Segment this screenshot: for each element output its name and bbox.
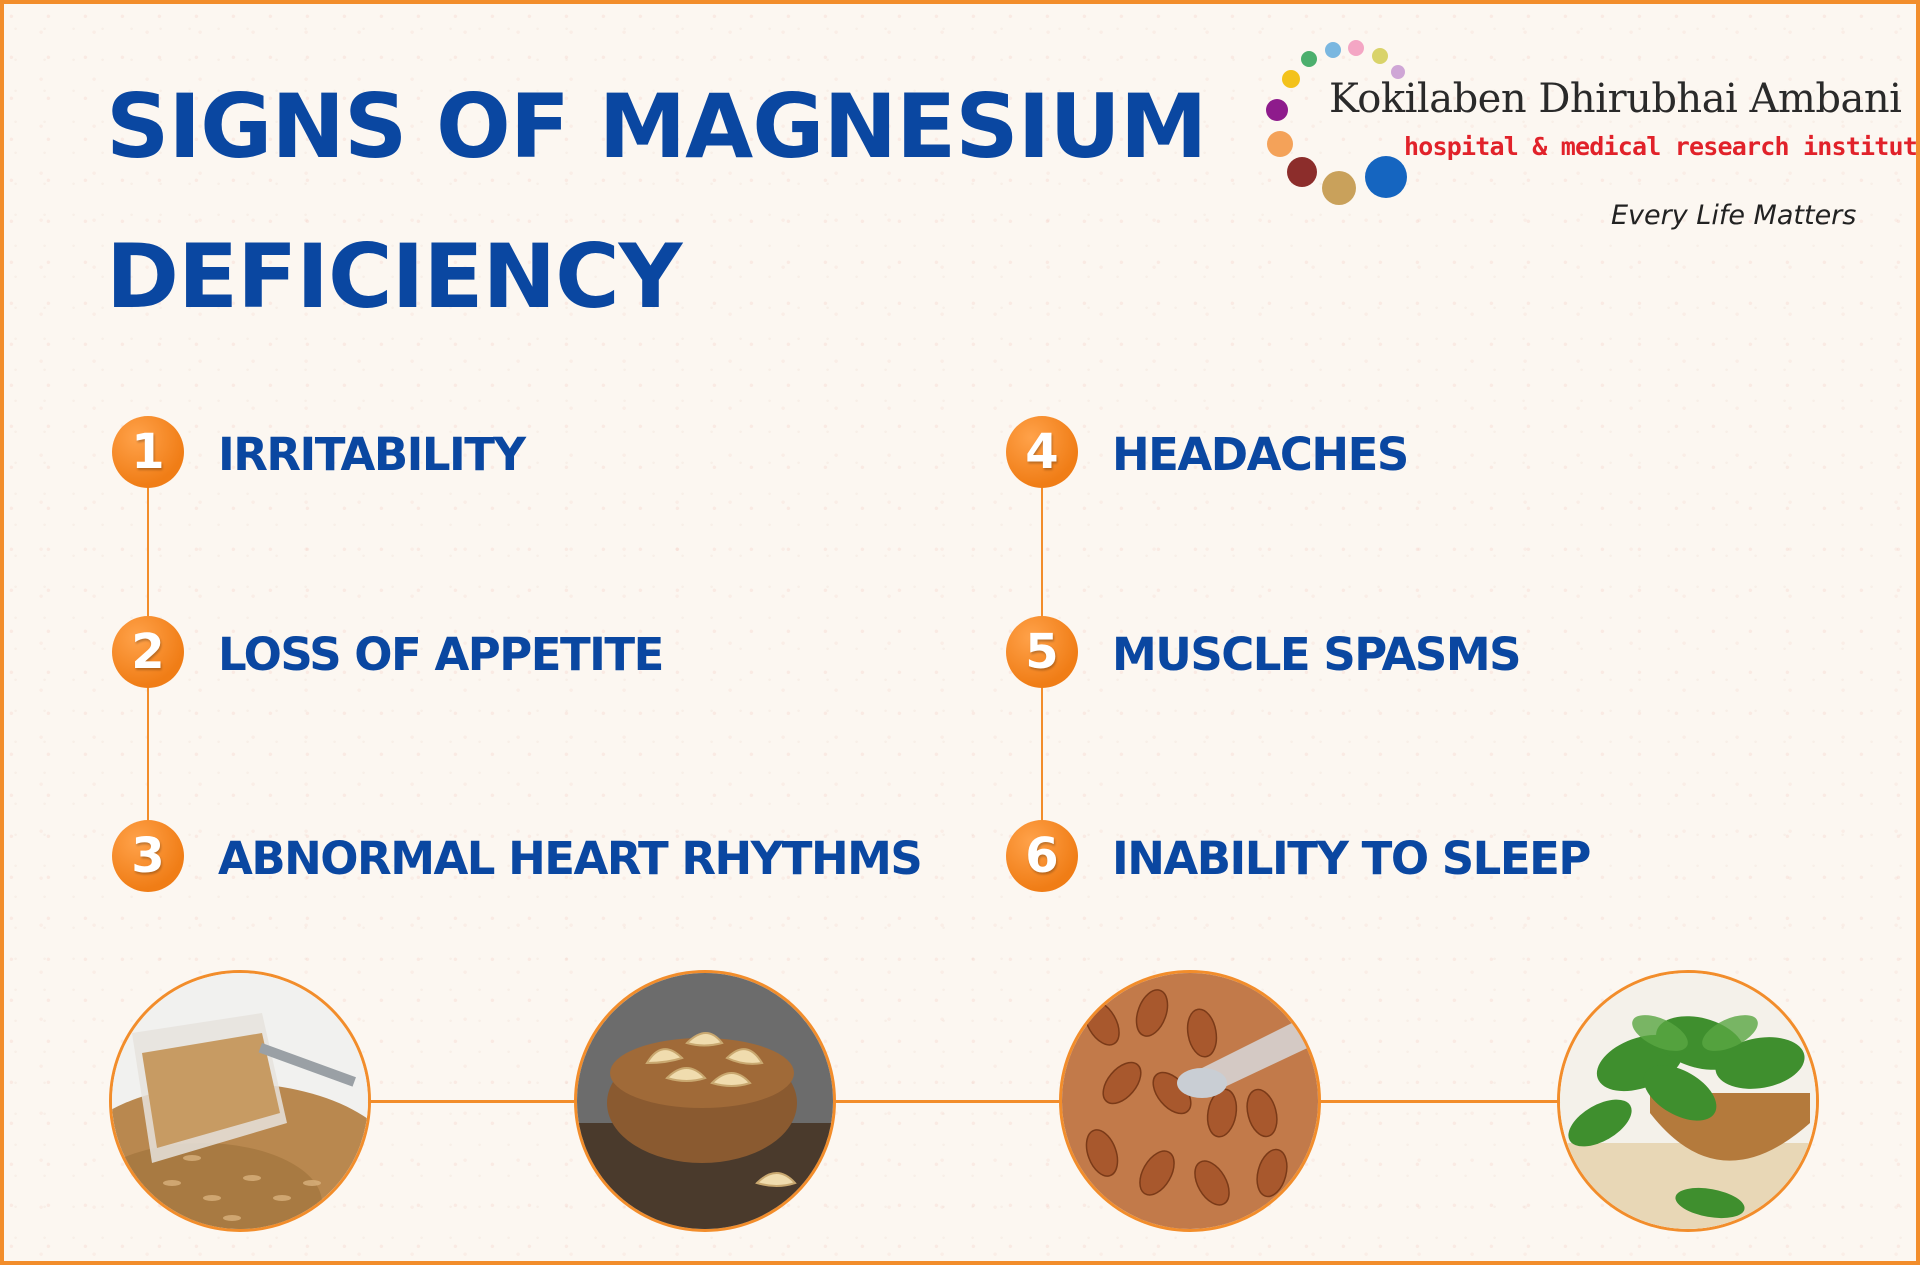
brown-rice-jar-image bbox=[109, 970, 371, 1232]
food-connector-line bbox=[304, 1100, 1654, 1103]
cashew-bowl-image bbox=[574, 970, 836, 1232]
number-badge: 1 bbox=[112, 416, 184, 488]
logo-subtitle-text: hospital & medical research institute bbox=[1404, 132, 1920, 161]
sign-label: IRRITABILITY bbox=[218, 428, 526, 481]
number-badge: 3 bbox=[112, 820, 184, 892]
sign-label: INABILITY TO SLEEP bbox=[1112, 832, 1591, 885]
number-badge: 4 bbox=[1006, 416, 1078, 488]
logo-tagline-text: Every Life Matters bbox=[1611, 200, 1857, 231]
number-badge: 5 bbox=[1006, 616, 1078, 688]
number-badge: 2 bbox=[112, 616, 184, 688]
title-line-1: SIGNS OF MAGNESIUM bbox=[106, 75, 1207, 178]
signs-right-column: 4 HEADACHES 5 MUSCLE SPASMS 6 INABILITY … bbox=[1004, 414, 1804, 894]
title-line-2: DEFICIENCY bbox=[106, 225, 682, 328]
logo-dots-icon bbox=[1266, 40, 1407, 205]
sign-label: ABNORMAL HEART RHYTHMS bbox=[218, 832, 923, 885]
sign-label: HEADACHES bbox=[1112, 428, 1409, 481]
page-title: SIGNS OF MAGNESIUM DEFICIENCY bbox=[106, 52, 1246, 352]
sign-label: MUSCLE SPASMS bbox=[1112, 628, 1522, 681]
hospital-logo: Kokilaben Dhirubhai Ambani hospital & me… bbox=[1259, 32, 1916, 252]
signs-left-column: 1 IRRITABILITY 2 LOSS OF APPETITE 3 ABNO… bbox=[110, 414, 923, 894]
number-badge: 6 bbox=[1006, 820, 1078, 892]
sign-label: LOSS OF APPETITE bbox=[218, 628, 664, 681]
almonds-image bbox=[1059, 970, 1321, 1232]
logo-name-text: Kokilaben Dhirubhai Ambani bbox=[1329, 76, 1902, 122]
spinach-bowl-image bbox=[1557, 970, 1819, 1232]
